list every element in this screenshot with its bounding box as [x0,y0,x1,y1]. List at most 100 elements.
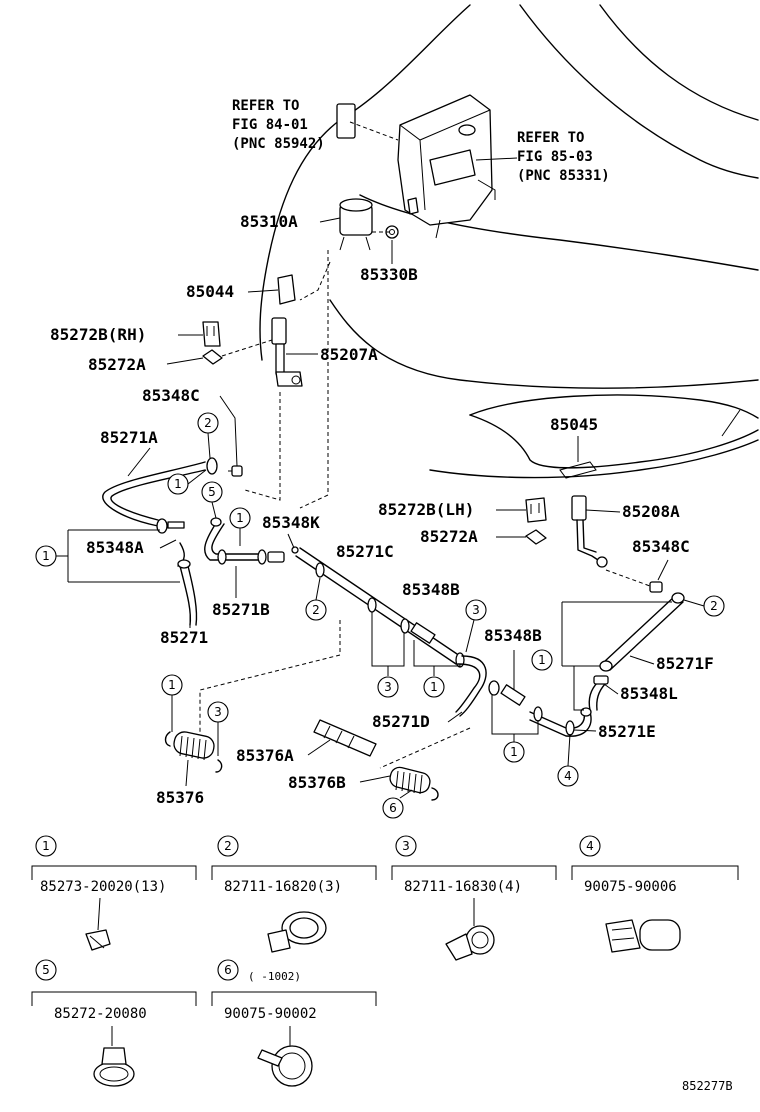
svg-text:1: 1 [236,511,244,525]
label-85348C-right: 85348C [632,537,690,556]
ref-text-2b: FIG 85-03 [517,149,593,165]
ref-leader-jar [475,157,518,161]
label-85348K: 85348K [262,513,320,532]
label-85348L: 85348L [620,684,678,703]
label-85348C-left: 85348C [142,386,200,405]
label-85271A: 85271A [100,428,158,447]
legend-item-5: 5 85272-20080 [31,959,197,1087]
washer-jar-illustration [397,94,496,239]
legend-part-3: 82711-16830(4) [404,879,522,895]
svg-text:2: 2 [710,599,718,613]
svg-text:3: 3 [214,705,222,719]
callout-4: 4 [557,733,579,787]
label-85044: 85044 [186,282,234,301]
svg-text:4: 4 [564,769,572,783]
svg-text:3: 3 [472,603,480,617]
hose-85271F [599,592,685,672]
svg-text:1: 1 [538,653,546,667]
label-85348B-1: 85348B [402,580,460,599]
label-85045: 85045 [550,415,598,434]
hose-85271 [177,559,198,626]
callout-1-bracket-mid: 1 [413,640,461,698]
legend-item-2: 2 82711-16820(3) [211,835,377,953]
callout-5: 5 [201,481,223,519]
legend-part-4: 90075-90006 [584,879,677,895]
svg-text:1: 1 [168,678,176,692]
fitting-85348C-left [228,465,243,477]
nozzle-85208A [571,495,608,568]
svg-text:1: 1 [430,680,438,694]
label-85272B-rh: 85272B(RH) [50,325,146,344]
figure-code: 852277B [682,1079,733,1093]
protector-85376B [389,766,439,801]
pad-85044 [277,274,296,305]
routing-dash-a [244,392,281,501]
svg-text:1: 1 [42,549,50,563]
legend-part-2: 82711-16820(3) [224,879,342,895]
joint-85348K [267,546,299,563]
callout-1-right-bracket: 1 [531,601,672,711]
body-dashed-line [299,261,331,301]
callout-1-left-bracket: 1 [35,529,180,583]
callout-2-right: 2 [683,595,725,617]
legend-item-4: 4 90075-90006 [571,835,739,953]
legend-part-6: 90075-90002 [224,1006,317,1022]
svg-text:6: 6 [224,963,232,977]
legend-note-6: ( -1002) [248,970,301,983]
ref-text-1b: FIG 84-01 [232,117,308,133]
label-85348A: 85348A [86,538,144,557]
bottom-dash-left [199,620,341,740]
clip-85272A-right [525,529,547,545]
label-85208A: 85208A [622,502,680,521]
bottom-dash-right [379,727,471,769]
callout-1-mid: 1 [229,507,251,546]
svg-text:2: 2 [224,839,232,853]
svg-text:5: 5 [208,485,216,499]
legend-item-1: 1 85273-20020(13) [31,835,197,951]
right-dash-line [605,569,651,587]
protector-85376 [164,731,223,773]
ref-text-1a: REFER TO [232,98,299,114]
label-85271: 85271 [160,628,208,647]
hose-85271C [295,547,465,668]
svg-text:6: 6 [389,801,397,815]
routing-dash-b [299,250,329,509]
fitting-85348C-right [649,581,663,593]
clip-85272B-lh [525,497,547,523]
label-85207A: 85207A [320,345,378,364]
label-85376: 85376 [156,788,204,807]
legend-item-3: 3 82711-16830(4) [391,835,557,961]
label-85271D: 85271D [372,712,430,731]
ref-text-1c: (PNC 85942) [232,136,325,152]
hose-85271A [102,461,206,527]
label-85272A-left: 85272A [88,355,146,374]
svg-text:1: 1 [174,477,182,491]
svg-text:2: 2 [312,603,320,617]
legend-part-1: 85273-20020(13) [40,879,166,895]
callout-1-upper: 1 [167,469,207,495]
label-85271C: 85271C [336,542,394,561]
ref-leader-line [349,121,399,141]
clip-leader-line [221,339,273,357]
label-85271B: 85271B [212,600,270,619]
callout-3-bracket: 3 [371,612,405,698]
label-85271E: 85271E [598,722,656,741]
label-85348B-2: 85348B [484,626,542,645]
callout-2-top: 2 [197,412,219,459]
washer-motor-illustration [336,103,373,251]
callout-3-right: 3 [465,599,487,653]
svg-text:2: 2 [204,416,212,430]
callout-2-mid: 2 [305,577,327,621]
callout-6: 6 [382,789,413,819]
nozzle-85207A [271,317,303,387]
ref-text-2c: (PNC 85331) [517,168,610,184]
legend-part-5: 85272-20080 [54,1006,147,1022]
joint-85348L [580,675,609,717]
callout-1-bottom-left: 1 [161,674,183,732]
clip-85272A-left [202,349,223,365]
label-85310A: 85310A [240,212,298,231]
svg-text:4: 4 [586,839,594,853]
label-85272B-lh: 85272B(LH) [378,500,474,519]
svg-text:5: 5 [42,963,50,977]
